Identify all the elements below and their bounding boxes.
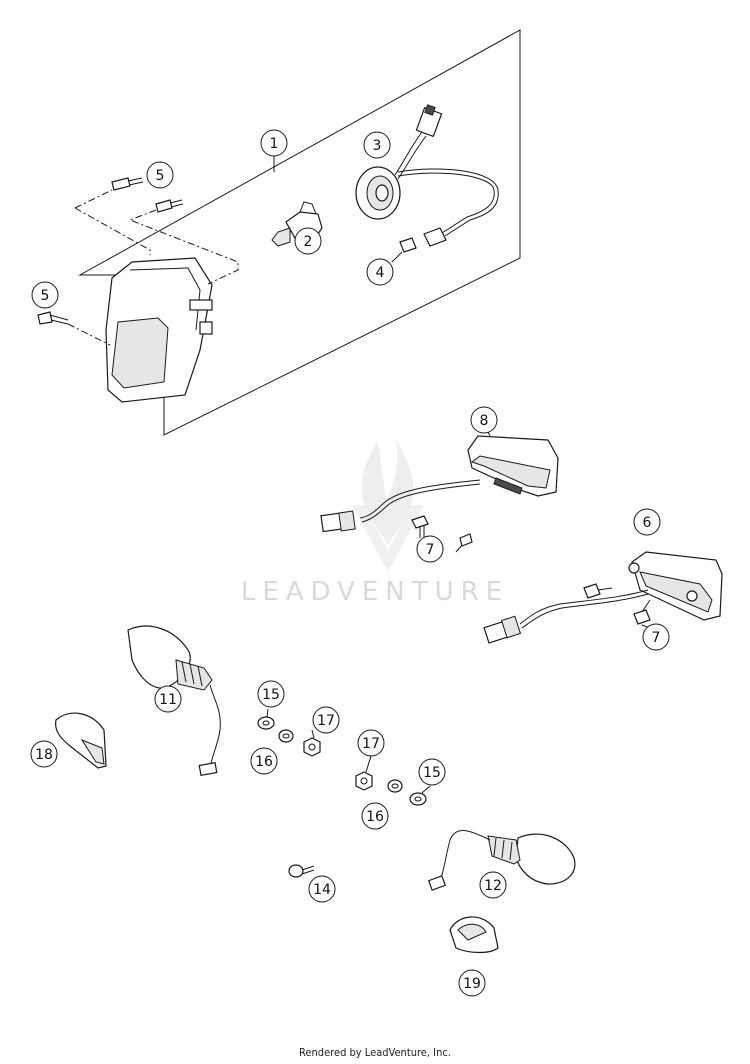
screw-5-left [37,311,69,325]
callout-6: 6 [633,508,661,536]
lens-19 [449,916,499,954]
callout-7-upper: 7 [416,535,444,563]
watermark-text: LEADVENTURE [241,577,509,607]
lens-18 [55,712,107,769]
svg-text:5: 5 [41,288,50,304]
svg-text:4: 4 [376,265,385,281]
svg-text:18: 18 [35,747,53,763]
watermark-logo [352,440,424,572]
screw-14 [288,864,315,878]
screw-7-upper [411,515,473,553]
callout-11: 11 [154,685,182,713]
callout-19: 19 [458,969,486,997]
callout-12: 12 [479,871,507,899]
callout-1: 1 [260,129,288,157]
callout-18: 18 [30,740,58,768]
svg-text:16: 16 [255,754,273,770]
washer-16-left [278,729,294,743]
callout-4: 4 [366,258,394,286]
screw-5-top [111,177,144,191]
callout-15-left: 15 [257,680,285,708]
watermark: LEADVENTURE [241,440,509,607]
svg-text:14: 14 [313,882,331,898]
svg-text:8: 8 [480,413,489,429]
licence-light-6 [483,551,723,644]
washer-15-left [257,716,275,730]
washer-15-right [409,792,427,806]
callout-17-right: 17 [357,729,385,757]
svg-text:15: 15 [262,687,280,703]
callouts: 1 2 3 4 5 5 6 7 [30,129,670,997]
svg-text:17: 17 [317,713,335,729]
callout-14: 14 [308,875,336,903]
svg-text:15: 15 [423,765,441,781]
svg-text:16: 16 [366,809,384,825]
callout-7-lower: 7 [642,623,670,651]
screw-leader-lines [67,189,239,346]
callout-16-left: 16 [250,747,278,775]
bulb-socket [355,104,499,237]
callout-5-top: 5 [146,161,174,189]
callout-2: 2 [294,227,322,255]
nut-17-right [355,771,373,791]
svg-text:12: 12 [484,878,502,894]
svg-text:2: 2 [304,234,313,250]
callout-8: 8 [470,406,498,434]
tail-light-8 [320,435,559,533]
svg-text:7: 7 [652,630,661,646]
svg-text:3: 3 [373,138,382,154]
svg-text:19: 19 [463,976,481,992]
svg-text:17: 17 [362,736,380,752]
footer-credit: Rendered by LeadVenture, Inc. [299,1046,451,1059]
callout-16-right: 16 [361,802,389,830]
nut-17-left [303,737,321,757]
callout-15-right: 15 [418,758,446,786]
washer-16-right [387,779,403,793]
indicator-12 [427,830,576,891]
svg-text:6: 6 [643,515,652,531]
svg-text:1: 1 [270,136,279,152]
callout-17-left: 17 [312,706,340,734]
svg-text:11: 11 [159,692,177,708]
parking-bulb [399,227,447,253]
svg-text:5: 5 [156,168,165,184]
callout-3: 3 [363,131,391,159]
screw-5-middle [155,199,184,213]
indicator-11 [127,625,221,777]
svg-text:7: 7 [426,542,435,558]
screw-7-lower [583,583,651,625]
headlight-housing [105,257,213,403]
callout-5-left: 5 [31,281,59,309]
